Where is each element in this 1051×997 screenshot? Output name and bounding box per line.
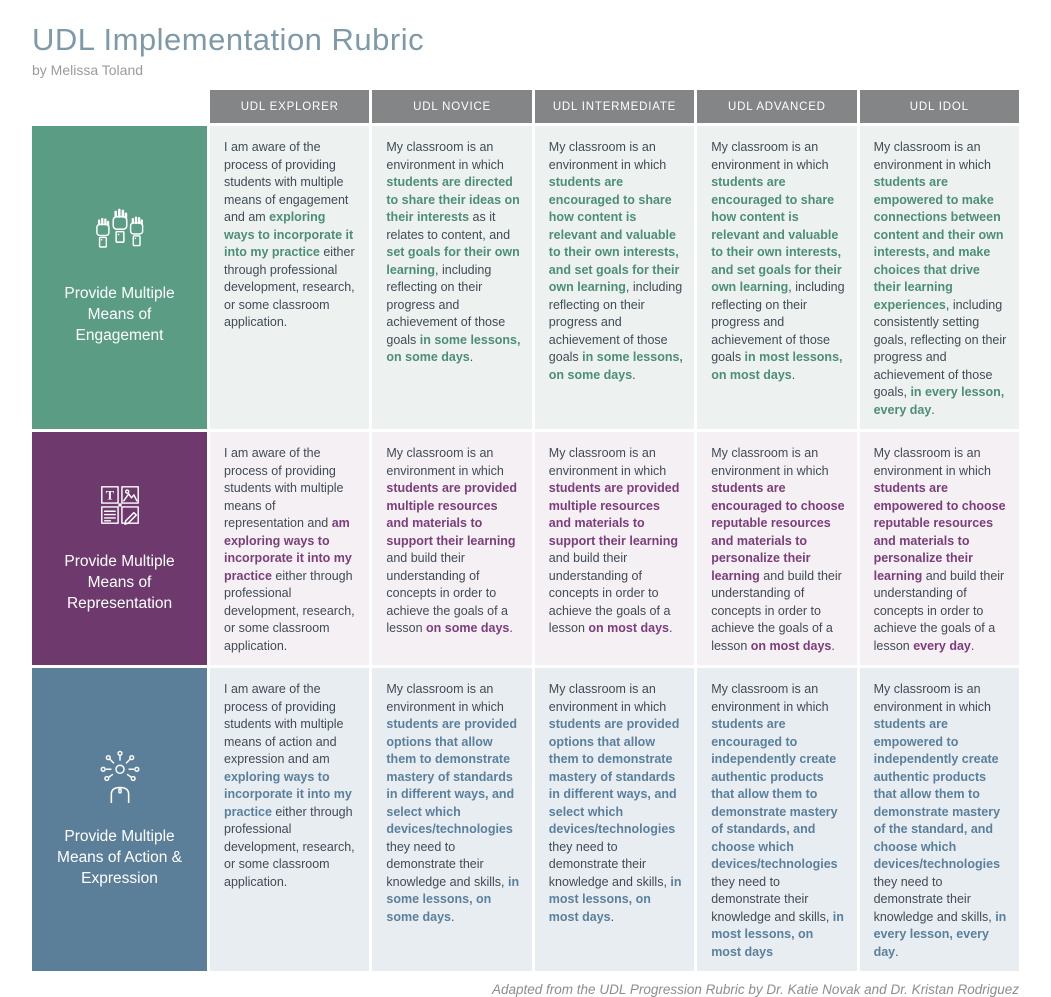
media-grid-icon: T (97, 482, 143, 528)
cell-representation-novice: My classroom is an environment in which … (372, 432, 532, 665)
cell-action-expression-novice: My classroom is an environment in which … (372, 668, 532, 971)
row-header-label: Provide Multiple Means of Engagement (64, 285, 175, 344)
svg-text:T: T (105, 488, 114, 502)
page-title: UDL Implementation Rubric (32, 22, 425, 57)
page-subtitle: by Melissa Toland (32, 62, 144, 78)
cell-engagement-intermediate: My classroom is an environment in which … (534, 126, 695, 429)
row-header-action-expression: Provide Multiple Means of Action & Expre… (32, 668, 207, 971)
row-header-engagement: Provide Multiple Means of Engagement (32, 126, 207, 429)
attribution-note: Adapted from the UDL Progression Rubric … (492, 982, 1019, 997)
cell-action-expression-advanced: My classroom is an environment in which … (697, 668, 857, 971)
cell-engagement-explorer: I am aware of the process of providing s… (210, 126, 370, 429)
cell-representation-intermediate: My classroom is an environment in which … (534, 432, 695, 665)
column-header-udl-explorer: UDL EXPLORER (210, 90, 370, 123)
table-corner-spacer (32, 90, 207, 123)
column-header-udl-idol: UDL IDOL (859, 90, 1019, 123)
column-header-udl-advanced: UDL ADVANCED (697, 90, 857, 123)
cell-action-expression-intermediate: My classroom is an environment in which … (534, 668, 695, 971)
raised-hands-icon (90, 208, 150, 260)
row-header-label: Provide Multiple Means of Representation (64, 553, 175, 612)
cell-engagement-novice: My classroom is an environment in which … (372, 126, 532, 429)
cell-action-expression-idol: My classroom is an environment in which … (859, 668, 1019, 971)
cell-engagement-advanced: My classroom is an environment in which … (697, 126, 857, 429)
cell-representation-explorer: I am aware of the process of providing s… (210, 432, 370, 665)
rubric-table: UDL EXPLORER UDL NOVICE UDL INTERMEDIATE… (32, 90, 1019, 971)
column-header-udl-intermediate: UDL INTERMEDIATE (534, 90, 695, 123)
page: UDL Implementation Rubric by Melissa Tol… (32, 22, 1019, 997)
cell-representation-idol: My classroom is an environment in which … (859, 432, 1019, 665)
column-header-udl-novice: UDL NOVICE (372, 90, 532, 123)
cell-engagement-idol: My classroom is an environment in which … (859, 126, 1019, 429)
cell-representation-advanced: My classroom is an environment in which … (697, 432, 857, 665)
row-header-label: Provide Multiple Means of Action & Expre… (57, 828, 182, 887)
row-header-representation: T Provide Multiple Means of Representati… (32, 432, 207, 665)
cell-action-expression-explorer: I am aware of the process of providing s… (210, 668, 370, 971)
person-ideas-icon (95, 749, 145, 804)
